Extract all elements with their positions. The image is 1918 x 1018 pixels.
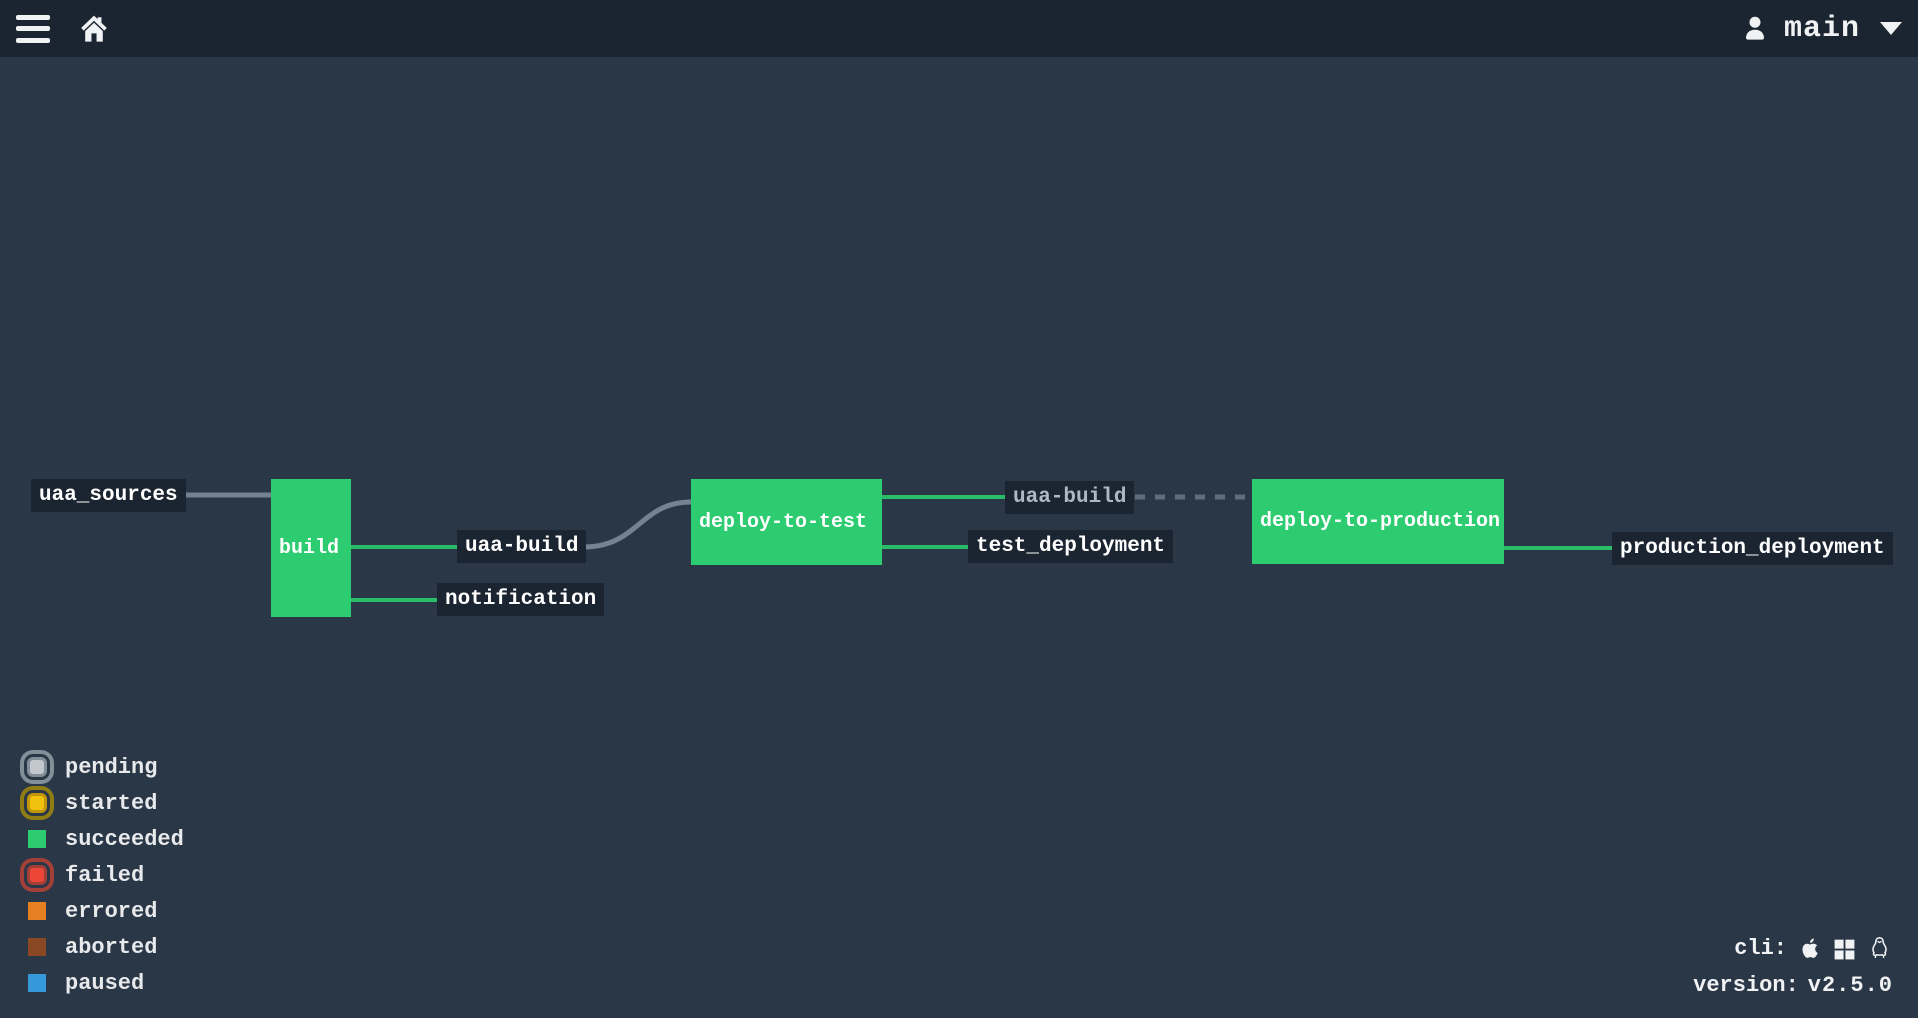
cli-label: cli: [1734,936,1787,961]
top-bar: main [0,0,1918,57]
home-icon [81,15,107,42]
user-menu[interactable]: main [1740,12,1902,46]
apple-cli-icon[interactable] [1796,935,1823,962]
legend-label: failed [65,862,145,888]
failed-status-icon [27,865,47,885]
linux-cli-icon[interactable] [1866,935,1893,962]
resource-uaa-build-input[interactable]: uaa-build [1005,481,1135,514]
legend-label: pending [65,754,158,780]
resource-production-deployment[interactable]: production_deployment [1612,532,1893,565]
version-value: v2.5.0 [1807,973,1893,998]
legend-label: succeeded [65,826,184,852]
legend-item-errored: errored [13,893,184,929]
aborted-status-icon [28,938,46,956]
legend-item-started: started [13,785,184,821]
legend-label: errored [65,898,158,924]
legend-label: aborted [65,934,158,960]
pipeline-canvas: uaa_sources build uaa-build notification… [0,57,1918,1018]
started-status-icon [27,793,47,813]
team-name: main [1783,11,1860,46]
version-label: version: [1693,973,1799,998]
windows-cli-icon[interactable] [1832,936,1857,961]
home-button[interactable] [78,13,110,45]
paused-status-icon [28,974,46,992]
resource-uaa-sources[interactable]: uaa_sources [31,479,186,512]
legend-label: started [65,790,158,816]
version-row: version: v2.5.0 [1693,967,1893,1004]
resource-notification[interactable]: notification [437,583,605,616]
legend-item-succeeded: succeeded [13,821,184,857]
chevron-down-icon [1880,22,1902,35]
edge-uaa-build-to-deploy-test [583,499,692,550]
succeeded-status-icon [28,830,46,848]
legend-item-pending: pending [13,749,184,785]
resource-test-deployment[interactable]: test_deployment [968,530,1174,563]
pending-status-icon [27,757,47,777]
resource-uaa-build-output[interactable]: uaa-build [457,530,587,563]
job-deploy-to-production[interactable]: deploy-to-production [1252,479,1504,564]
legend-label: paused [65,970,145,996]
legend-item-failed: failed [13,857,184,893]
user-icon [1745,16,1764,40]
job-deploy-to-test[interactable]: deploy-to-test [691,479,882,565]
job-build[interactable]: build [271,479,351,617]
legend-item-paused: paused [13,965,184,1001]
status-legend: pending started succeeded failed errored… [13,749,184,1001]
legend-item-aborted: aborted [13,929,184,965]
cli-row: cli: [1693,930,1893,967]
hamburger-menu-icon[interactable] [16,14,50,43]
errored-status-icon [28,902,46,920]
footer-info: cli: version: v2.5.0 [1693,930,1893,1004]
